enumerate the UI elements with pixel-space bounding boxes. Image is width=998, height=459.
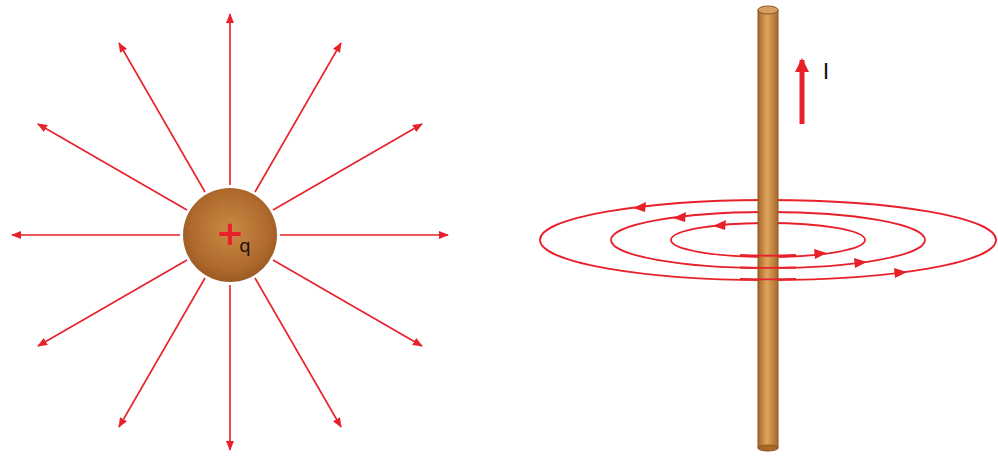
- charge-symbol: q: [239, 237, 250, 255]
- current-arrow: [800, 60, 805, 124]
- loop-direction-arrows: [633, 202, 907, 278]
- current-symbol: I: [823, 61, 830, 83]
- magnetic-loop-front: [740, 255, 796, 279]
- electric-field-lines: [12, 14, 448, 450]
- copper-wire: [758, 6, 778, 451]
- charged-sphere: +q: [183, 188, 277, 282]
